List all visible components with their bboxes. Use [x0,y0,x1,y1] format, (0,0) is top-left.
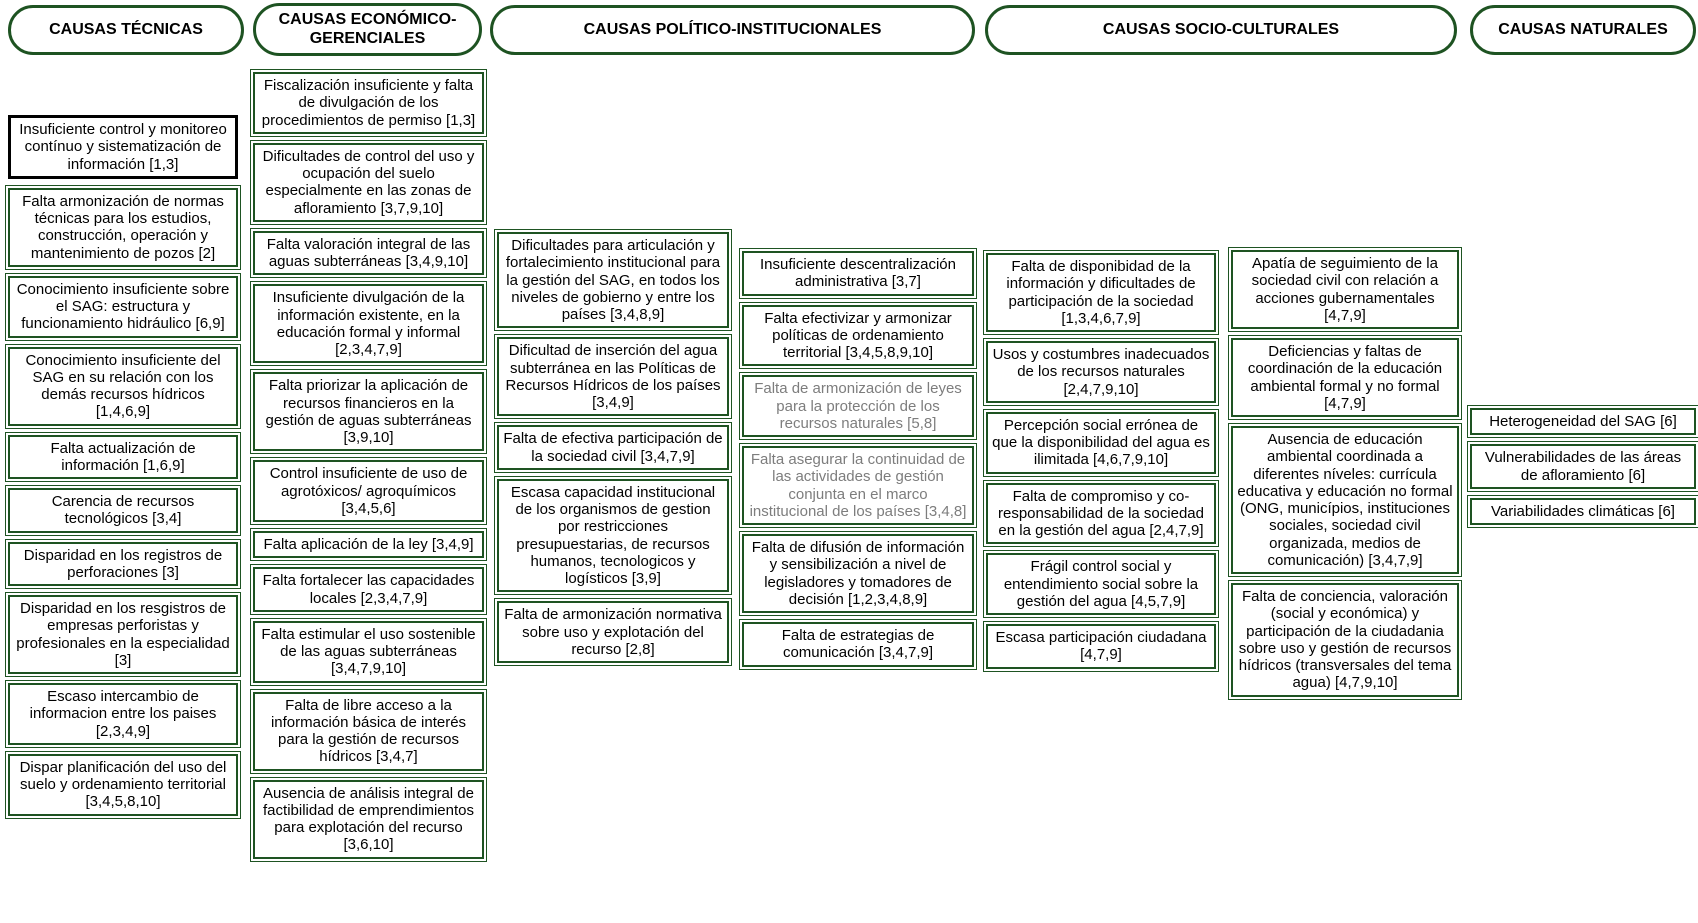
cause-box: Falta de compromiso y co-responsabilidad… [983,479,1219,548]
cause-box: Heterogeneidad del SAG [6] [1467,404,1698,439]
cause-box: Disparidad en los resgistros de empresas… [5,592,241,677]
cause-box: Falta de difusión de información y sensi… [739,531,977,616]
cause-box: Dificultades para articulación y fortale… [494,228,732,332]
cause-box: Carencia de recursos tecnológicos [3,4] [5,485,241,536]
header-label: CAUSAS SOCIO-CULTURALES [1102,20,1340,38]
header-label: CAUSAS ECONÓMICO-GERENCIALES [278,11,457,47]
cause-box: Falta actualización de información [1,6,… [5,431,241,482]
cause-box: Falta de efectiva participación de la so… [494,422,732,473]
cause-box: Falta priorizar la aplicación de recurso… [250,369,487,455]
cause-box: Falta de disponibidad de la información … [983,250,1219,335]
cause-box: Variabilidades climáticas [6] [1467,494,1698,529]
cause-box: Falta armonización de normas técnicas pa… [5,184,241,270]
cause-box: Escasa participación ciudadana [4,7,9] [983,621,1219,672]
cause-box: Falta fortalecer las capacidades locales… [250,564,487,615]
column-causas-economico-gerenciales: Fiscalización insuficiente y falta de di… [250,69,487,862]
cause-box: Insuficiente divulgación de la informaci… [250,281,487,367]
cause-box: Falta de armonización de leyes para la p… [739,372,977,440]
header-label: CAUSAS NATURALES [1498,20,1668,38]
cause-box: Falta aplicación de la ley [3,4,9] [250,527,487,562]
column-causas-politico-institucionales-izquierda: Dificultades para articulación y fortale… [494,228,732,666]
cause-box: Dispar planificación del uso del suelo y… [5,750,241,819]
column-causas-socio-culturales-izquierda: Falta de disponibidad de la información … [983,250,1219,672]
cause-box: Dificultad de inserción del agua subterr… [494,334,732,420]
cause-box: Falta de conciencia, valoración (social … [1228,580,1462,700]
cause-box: Conocimiento insuficiente sobre el SAG: … [5,272,241,341]
cause-box: Falta de libre acceso a la información b… [250,688,487,774]
header-causas-economico-gerenciales: CAUSAS ECONÓMICO-GERENCIALES [253,3,482,56]
cause-box: Falta estimular el uso sostenible de las… [250,617,487,686]
cause-box: Falta de armonización normativa sobre us… [494,598,732,666]
cause-box: Frágil control social y entendimiento so… [983,550,1219,618]
cause-box: Dificultades de control del uso y ocupac… [250,139,487,225]
column-causas-politico-institucionales-derecha: Insuficiente descentralización administr… [739,248,977,670]
cause-box: Usos y costumbres inadecuados de los rec… [983,338,1219,406]
header-causas-tecnicas: CAUSAS TÉCNICAS [8,5,244,55]
header-causas-naturales: CAUSAS NATURALES [1470,5,1696,55]
cause-box: Falta valoración integral de las aguas s… [250,227,487,279]
cause-box: Apatía de seguimiento de la sociedad civ… [1228,247,1462,332]
cause-box: Escasa capacidad institucional de los or… [494,475,732,596]
cause-box: Falta asegurar la continuidad de las act… [739,443,977,528]
cause-box: Ausencia de análisis integral de factibi… [250,776,487,862]
cause-box: Conocimiento insuficiente del SAG en su … [5,343,241,429]
cause-box: Falta efectivizar y armonizar políticas … [739,301,977,370]
cause-box: Disparidad en los registros de perforaci… [5,538,241,589]
column-causas-socio-culturales-derecha: Apatía de seguimiento de la sociedad civ… [1228,247,1462,700]
cause-box: Vulnerabilidades de las áreas de afloram… [1467,441,1698,492]
cause-box: Insuficiente descentralización administr… [739,248,977,299]
header-causas-socio-culturales: CAUSAS SOCIO-CULTURALES [985,5,1457,55]
cause-box: Control insuficiente de uso de agrotóxic… [250,457,487,525]
cause-box: Ausencia de educación ambiental coordina… [1228,423,1462,577]
header-label: CAUSAS TÉCNICAS [49,20,203,38]
column-causas-tecnicas: Insuficiente control y monitoreo contínu… [5,115,241,819]
cause-box: Deficiencias y faltas de coordinación de… [1228,335,1462,420]
cause-box: Falta de estrategias de comunicación [3,… [739,619,977,670]
cause-box: Insuficiente control y monitoreo contínu… [8,115,238,179]
cause-box: Fiscalización insuficiente y falta de di… [250,69,487,137]
header-label: CAUSAS POLÍTICO-INSTITUCIONALES [583,20,882,38]
cause-box: Percepción social errónea de que la disp… [983,408,1219,477]
header-causas-politico-institucionales: CAUSAS POLÍTICO-INSTITUCIONALES [490,5,975,55]
cause-box: Escaso intercambio de informacion entre … [5,680,241,748]
column-causas-naturales: Heterogeneidad del SAG [6]Vulnerabilidad… [1467,404,1698,529]
